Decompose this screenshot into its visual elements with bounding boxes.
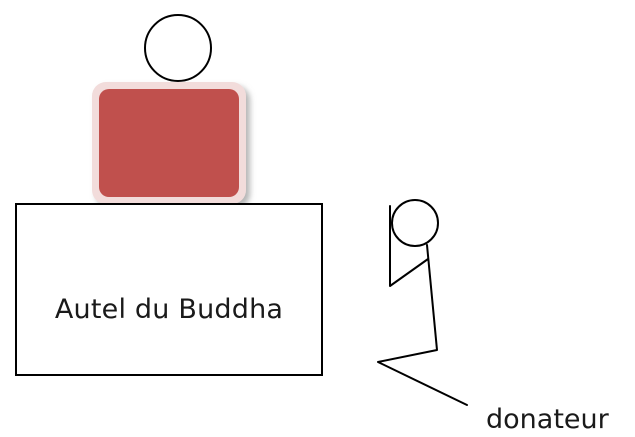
donor-head [391, 199, 439, 247]
buddha-figure [92, 14, 246, 204]
donor-leg [377, 244, 468, 406]
buddha-body-fill [99, 89, 239, 197]
donor-back-and-arm [389, 205, 429, 287]
buddha-head [144, 14, 212, 82]
altar-label: Autel du Buddha [54, 294, 284, 325]
altar-box [15, 203, 323, 376]
donor-figure [377, 199, 468, 406]
donor-label: donateur [486, 404, 609, 435]
